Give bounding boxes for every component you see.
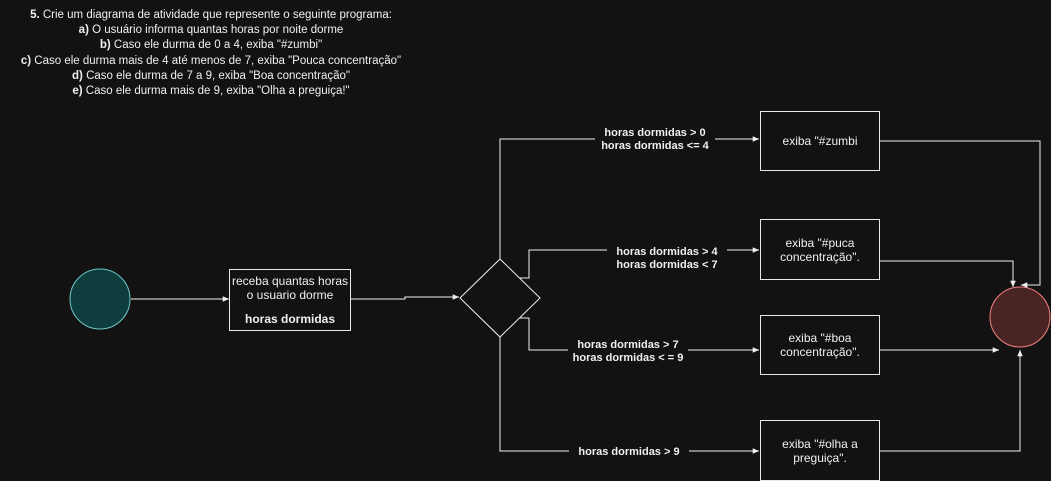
action-pouca-concentracao: exiba "#puca concentração". — [760, 219, 880, 280]
decision-node — [459, 258, 541, 338]
action-pouca-line1: exiba "#puca — [785, 235, 855, 250]
guard-boa: horas dormidas > 7 horas dormidas < = 9 — [568, 339, 688, 365]
action-pouca-line2: concentração". — [780, 249, 860, 264]
statement-line-c: c) Caso ele durma mais de 4 até menos de… — [20, 54, 402, 67]
guard-preguica: horas dormidas > 9 — [569, 446, 689, 459]
initial-node — [69, 268, 131, 330]
statement-line-5: 5. Crie um diagrama de atividade que rep… — [30, 9, 392, 21]
flow-pouca-to-end — [880, 260, 1016, 287]
guard-pouca: horas dormidas > 4 horas dormidas < 7 — [607, 246, 727, 272]
flow-decision-to-zumbi — [499, 136, 759, 259]
statement-line-e: e) Caso ele durma mais de 9, exiba "Olha… — [72, 85, 350, 98]
action-zumbi: exiba "#zumbi — [760, 111, 880, 171]
action-boa-line2: concentração". — [780, 345, 860, 359]
action-preguica-line1: exiba "#olha a — [782, 436, 858, 451]
action-boa-line1: exiba "#boa — [788, 331, 852, 345]
flow-input-to-decision — [351, 294, 459, 300]
input-action-line2: o usuario dorme — [246, 288, 334, 302]
action-boa-concentracao: exiba "#boa concentração". — [760, 315, 880, 375]
flow-preguica-to-end — [880, 350, 1023, 452]
statement-line-d: d) Caso ele durma de 7 a 9, exiba "Boa c… — [72, 69, 350, 82]
input-action-line1: receba quantas horas — [231, 274, 349, 288]
action-zumbi-text: exiba "#zumbi — [782, 134, 858, 148]
action-preguica-line2: preguiça". — [793, 450, 847, 465]
input-action: receba quantas horas o usuario dorme hor… — [229, 269, 351, 331]
guard-zumbi: horas dormidas > 0 horas dormidas <= 4 — [595, 127, 715, 153]
final-node — [989, 286, 1051, 348]
statement-line-a: a) O usuário informa quantas horas por n… — [78, 24, 344, 37]
statement-line-b: b) Caso ele durma de 0 a 4, exiba "#zumb… — [99, 39, 323, 52]
flow-zumbi-to-end — [880, 140, 1041, 288]
problem-statement: 5. Crie um diagrama de atividade que rep… — [0, 8, 422, 99]
action-olha-a-preguica: exiba "#olha a preguiça". — [760, 420, 880, 481]
input-variable: horas dormidas — [244, 312, 336, 326]
